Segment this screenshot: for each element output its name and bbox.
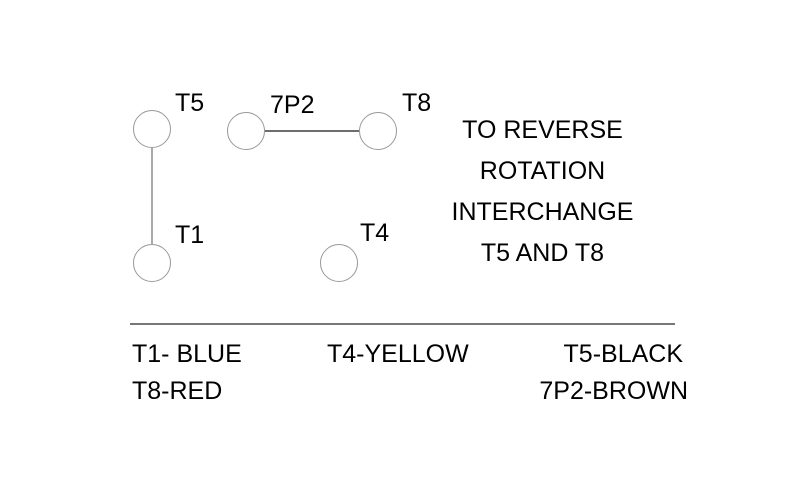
rotation-note-line-3: INTERCHANGE xyxy=(451,198,634,226)
legend-item-t1-blue: T1- BLUE xyxy=(132,340,242,368)
rotation-note-line-4: T5 AND T8 xyxy=(480,239,605,267)
legend-item-7p2-brown: 7P2-BROWN xyxy=(539,377,688,405)
connector-7p2-t8 xyxy=(265,130,359,132)
terminal-label-t1: T1 xyxy=(175,221,205,249)
terminal-circle-t5 xyxy=(133,110,171,148)
rotation-note: TO REVERSE ROTATION INTERCHANGE T5 AND T… xyxy=(390,110,695,274)
terminal-circle-t1 xyxy=(133,244,171,282)
rotation-note-line-1: TO REVERSE xyxy=(462,116,623,144)
legend-item-t5-black: T5-BLACK xyxy=(563,340,683,368)
connector-t5-t1 xyxy=(151,148,153,244)
rotation-note-line-2: ROTATION xyxy=(479,157,606,185)
legend-item-t8-red: T8-RED xyxy=(132,377,223,405)
terminal-label-7p2: 7P2 xyxy=(270,91,315,119)
terminal-circle-7p2 xyxy=(227,112,265,150)
terminal-circle-t8 xyxy=(359,112,397,150)
divider-line xyxy=(130,323,675,325)
terminal-label-t8: T8 xyxy=(402,89,432,117)
terminal-circle-t4 xyxy=(320,244,358,282)
terminal-label-t4: T4 xyxy=(360,219,390,247)
terminal-label-t5: T5 xyxy=(175,89,205,117)
legend-item-t4-yellow: T4-YELLOW xyxy=(327,340,469,368)
